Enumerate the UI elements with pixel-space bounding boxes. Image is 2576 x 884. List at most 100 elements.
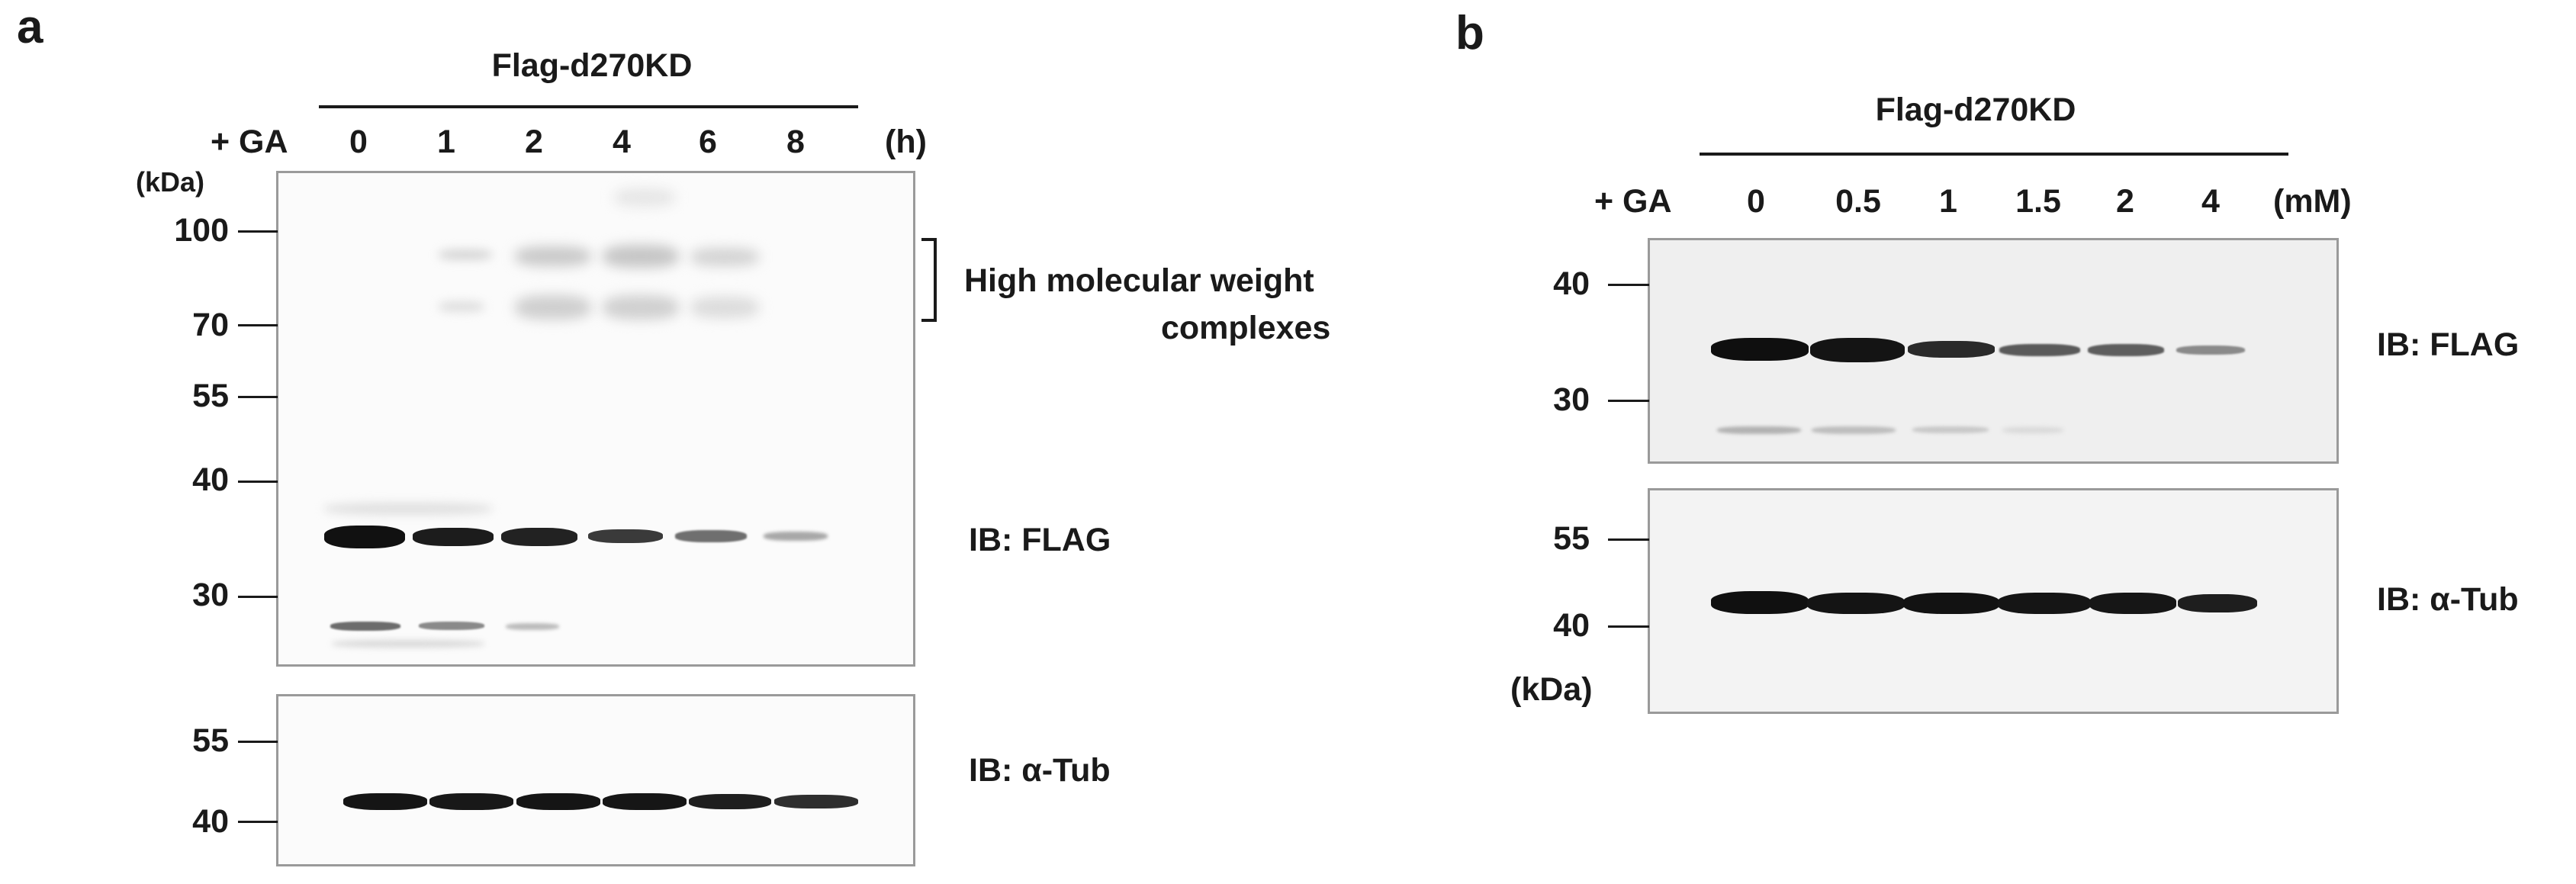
hmw-band <box>603 245 679 268</box>
marker-b-tub-40: 40 <box>1553 607 1590 644</box>
panel-b-lane-4: 2 <box>2116 183 2134 220</box>
panel-b-treatment-label: + GA <box>1594 183 1672 220</box>
panel-a-tub-blot <box>276 694 915 866</box>
panel-a-letter: a <box>17 1 43 53</box>
marker-a-tub-40-tick <box>238 821 278 823</box>
tub-band-lane-1 <box>429 793 513 810</box>
marker-b-30: 30 <box>1553 381 1590 418</box>
panel-a-lane-1: 1 <box>437 124 455 160</box>
marker-a-tub-40: 40 <box>192 803 229 840</box>
marker-a-30-tick <box>238 596 278 598</box>
panel-b-lane-5: 4 <box>2201 183 2220 220</box>
flag-band-b-lane-1 <box>1810 338 1905 362</box>
panel-a-construct-label: Flag-d270KD <box>491 47 693 84</box>
tub-band-lane-4 <box>689 794 771 809</box>
marker-a-100-tick <box>238 230 278 233</box>
flag-lower-band-lane-0 <box>330 622 400 631</box>
panel-a-lane-3: 4 <box>613 124 631 160</box>
hmw-label-line1: High molecular weight <box>964 262 1314 299</box>
flag-band-lane-2 <box>501 528 577 546</box>
marker-a-100: 100 <box>174 212 229 249</box>
panel-b-tub-blot <box>1648 488 2339 714</box>
marker-a-40: 40 <box>192 461 229 498</box>
hmw-band <box>603 295 679 320</box>
flag-band-b-lane-0 <box>1711 338 1809 361</box>
flag-shoulder <box>324 503 492 515</box>
marker-b-40-tick <box>1608 284 1649 286</box>
hmw-band <box>515 295 591 320</box>
marker-b-30-tick <box>1608 400 1649 402</box>
panel-a-treatment-label: + GA <box>211 124 288 160</box>
marker-b-40: 40 <box>1553 265 1590 302</box>
marker-a-70: 70 <box>192 307 229 343</box>
panel-b-letter: b <box>1455 7 1484 59</box>
marker-a-40-tick <box>238 481 278 483</box>
hmw-band <box>690 248 759 266</box>
panel-b-kda-label: (kDa) <box>1510 671 1593 708</box>
hmw-bracket-bottom <box>921 319 937 322</box>
panel-b-ib-flag: IB: FLAG <box>2377 326 2520 363</box>
flag-band-b-lane-4 <box>2088 344 2164 356</box>
flag-band-b-lane-3 <box>1999 344 2080 356</box>
panel-b-lane-2: 1 <box>1939 183 1957 220</box>
panel-b-flag-blot <box>1648 238 2339 464</box>
panel-a-ib-flag: IB: FLAG <box>969 522 1111 558</box>
hmw-band <box>690 297 759 318</box>
flag-lower-band-lane-1 <box>419 622 484 630</box>
flag-band-lane-3 <box>588 529 663 543</box>
flag-lower-band-b <box>1812 426 1896 434</box>
flag-band-lane-4 <box>675 530 747 542</box>
flag-lower-band-b <box>1912 426 1989 433</box>
panel-b-lane-0: 0 <box>1747 183 1765 220</box>
marker-a-70-tick <box>238 324 278 326</box>
flag-band-b-lane-5 <box>2176 346 2245 355</box>
panel-b-construct-label: Flag-d270KD <box>1875 92 2076 128</box>
flag-lower-band-b <box>1717 426 1801 434</box>
marker-b-tub-55-tick <box>1608 538 1649 541</box>
panel-b-ib-tub: IB: α-Tub <box>2377 581 2519 618</box>
tub-band-b-lane-2 <box>1903 593 1999 614</box>
panel-a-construct-bar <box>319 105 858 108</box>
marker-b-tub-55: 55 <box>1553 520 1590 557</box>
marker-a-30: 30 <box>192 577 229 613</box>
marker-a-tub-55-tick <box>238 741 278 743</box>
panel-a-lane-0: 0 <box>349 124 368 160</box>
panel-a-kda-label: (kDa) <box>136 166 205 198</box>
tub-band-b-lane-0 <box>1711 591 1809 614</box>
tub-band-lane-0 <box>343 793 427 810</box>
tub-band-lane-3 <box>603 793 687 810</box>
tub-band-b-lane-5 <box>2178 594 2257 612</box>
hmw-label-line2: complexes <box>1161 310 1331 346</box>
panel-b-construct-bar <box>1700 153 2288 156</box>
panel-b-lane-3: 1.5 <box>2015 183 2061 220</box>
marker-a-55-tick <box>238 396 278 398</box>
flag-lower-band-b <box>2002 427 2063 433</box>
panel-a-lane-2: 2 <box>525 124 543 160</box>
panel-a-lane-5: 8 <box>786 124 805 160</box>
marker-b-tub-40-tick <box>1608 625 1649 628</box>
panel-a-lane-4: 6 <box>699 124 717 160</box>
tub-band-lane-5 <box>774 795 858 808</box>
hmw-band <box>439 301 484 312</box>
hmw-band <box>614 188 675 207</box>
panel-a-ib-tub: IB: α-Tub <box>969 752 1111 789</box>
hmw-band <box>439 249 492 260</box>
marker-a-55: 55 <box>192 378 229 414</box>
flag-band-lane-5 <box>764 532 828 541</box>
hmw-band <box>515 246 591 266</box>
marker-a-tub-55: 55 <box>192 722 229 759</box>
tub-band-b-lane-1 <box>1807 593 1905 614</box>
flag-band-lane-1 <box>413 528 494 546</box>
panel-a-flag-blot <box>276 171 915 667</box>
tub-band-b-lane-4 <box>2089 593 2176 614</box>
panel-a-unit: (h) <box>885 124 927 160</box>
panel-b-lane-1: 0.5 <box>1835 183 1881 220</box>
tub-band-lane-2 <box>516 793 600 810</box>
hmw-bracket-vertical <box>934 238 937 322</box>
flag-band-lane-0 <box>324 526 405 548</box>
tub-band-b-lane-3 <box>1998 593 2091 614</box>
panel-b-unit: (mM) <box>2273 183 2352 220</box>
flag-lower-band-lane-2 <box>506 623 559 630</box>
flag-lower-faint <box>332 640 484 648</box>
flag-band-b-lane-2 <box>1908 341 1995 358</box>
